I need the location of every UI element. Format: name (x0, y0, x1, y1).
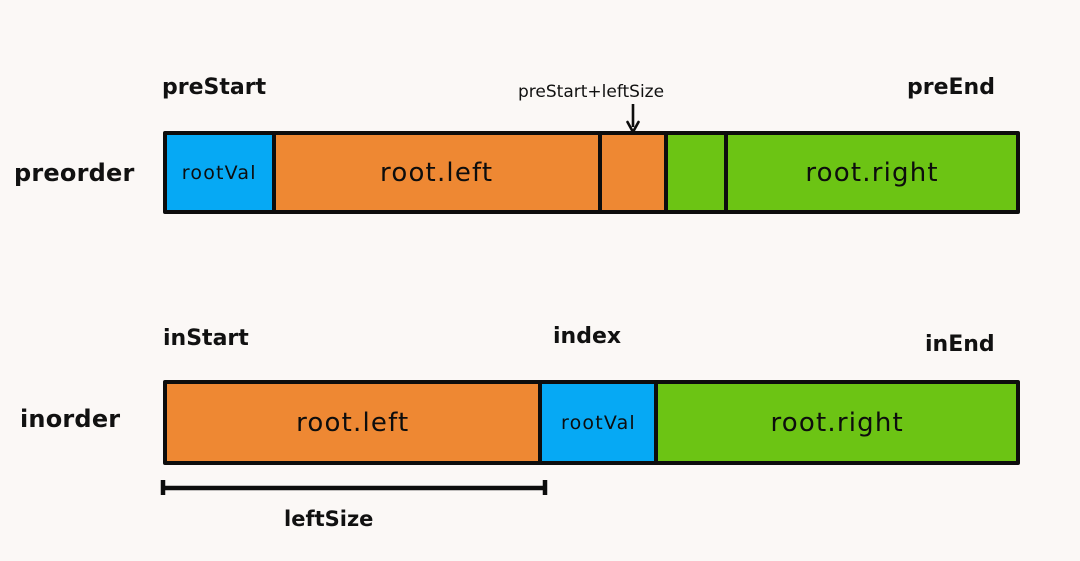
preorder-segment-label-root-left: root.left (380, 157, 494, 188)
inorder-bar: root.left rootVal root.right (163, 380, 1020, 465)
preorder-segment-label-rootVal: rootVal (181, 161, 257, 184)
preorder-segment-right-slack (667, 135, 729, 210)
preorder-bar: rootVal root.left root.right (163, 131, 1020, 214)
inorder-segment-root-left: root.left (167, 384, 543, 461)
caption-prestart-plus-leftsize: preStart+leftSize (518, 82, 665, 102)
preorder-segment-root-left: root.left (275, 135, 602, 210)
caption-index: index (553, 324, 622, 349)
inorder-segment-label-root-left: root.left (296, 407, 410, 438)
preorder-segment-left-slack (601, 135, 668, 210)
preorder-segment-rootVal: rootVal (167, 135, 276, 210)
preorder-segment-root-right: root.right (728, 135, 1017, 210)
down-arrow-icon (626, 104, 640, 134)
caption-inend: inEnd (925, 332, 995, 357)
inorder-row-label: inorder (20, 405, 121, 433)
inorder-segment-root-right: root.right (658, 384, 1016, 461)
inorder-segment-label-rootVal: rootVal (560, 411, 636, 434)
caption-prestart: preStart (162, 75, 267, 100)
preorder-row-label: preorder (14, 159, 135, 187)
inorder-segment-label-root-right: root.right (770, 407, 904, 438)
span-bracket-icon (160, 480, 548, 495)
caption-leftsize: leftSize (284, 507, 374, 531)
inorder-segment-rootVal: rootVal (542, 384, 659, 461)
preorder-segment-label-root-right: root.right (805, 157, 939, 188)
caption-preend: preEnd (907, 75, 995, 100)
caption-instart: inStart (163, 326, 249, 351)
